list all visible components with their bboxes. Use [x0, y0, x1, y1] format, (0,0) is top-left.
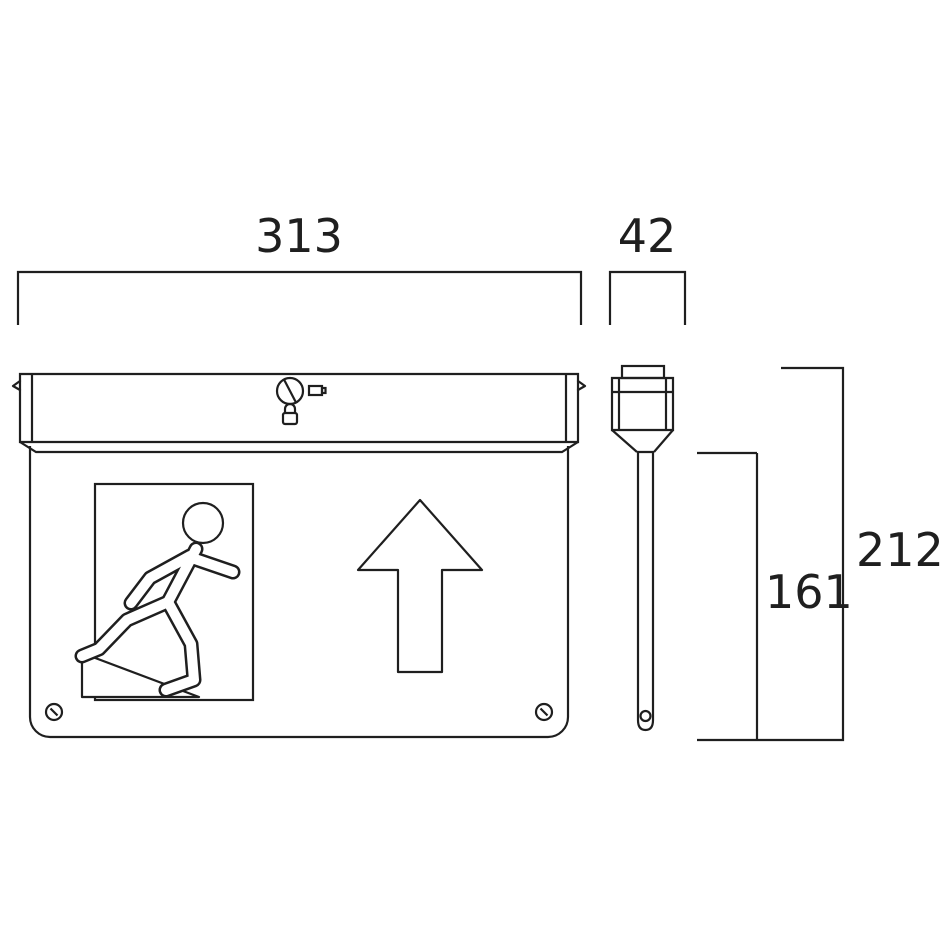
corner-screw-left-circle	[44, 702, 64, 722]
indicator-body	[307, 384, 324, 397]
dim-panel-height: 161	[697, 451, 853, 740]
side-bracket-body	[610, 376, 675, 432]
dim-side-depth-lines	[608, 270, 687, 325]
dim-panel-height-lines	[697, 451, 759, 740]
padlock-shackle	[283, 402, 297, 413]
corner-screw-right-slot	[539, 707, 549, 717]
housing-outline	[18, 372, 580, 444]
housing-tab-right	[576, 379, 587, 392]
front-arm-inlay	[126, 551, 195, 608]
padlock-icon	[281, 402, 299, 426]
corner-screw-right-circle	[534, 702, 554, 722]
corner-screw-left	[44, 702, 64, 722]
side-view	[610, 364, 675, 732]
running-man-icon	[74, 482, 255, 702]
housing-tab-left	[11, 379, 22, 392]
up-arrow-icon	[356, 498, 484, 674]
corner-screw-left-slot	[49, 707, 59, 717]
dim-side-depth: 42	[608, 209, 687, 325]
rear-leg-inlay	[161, 597, 199, 695]
side-blade	[636, 452, 655, 732]
dim-front-width-lines	[16, 270, 583, 325]
front-leg-inlay	[77, 597, 173, 661]
dim-overall-height-label: 212	[856, 523, 944, 577]
corner-screw-right	[534, 702, 554, 722]
running-man-head	[181, 501, 225, 545]
door-frame	[93, 482, 255, 702]
housing	[11, 372, 587, 454]
up-arrow-outline	[356, 498, 484, 674]
housing-lip	[19, 441, 579, 454]
dim-panel-height-label: 161	[765, 565, 853, 619]
screw-head-slot	[283, 378, 297, 404]
dim-overall-height-lines	[697, 366, 845, 742]
rear-arm-inlay	[187, 553, 238, 577]
side-top-cap	[620, 364, 666, 380]
side-neck	[611, 429, 674, 454]
dim-front-width-label: 313	[255, 209, 343, 263]
front-view	[11, 372, 587, 739]
running-man-body-inlay	[77, 544, 238, 695]
dim-overall-height: 212	[697, 366, 944, 742]
sign-panel	[28, 446, 570, 739]
dim-front-width: 313	[16, 209, 583, 325]
padlock-body	[281, 411, 299, 426]
indicator-nub	[320, 386, 327, 395]
panel-outline	[28, 446, 570, 739]
dim-side-depth-label: 42	[618, 209, 677, 263]
side-blade-hole	[639, 709, 652, 723]
indicator-icon	[307, 384, 327, 397]
screw-head-icon	[275, 376, 305, 406]
